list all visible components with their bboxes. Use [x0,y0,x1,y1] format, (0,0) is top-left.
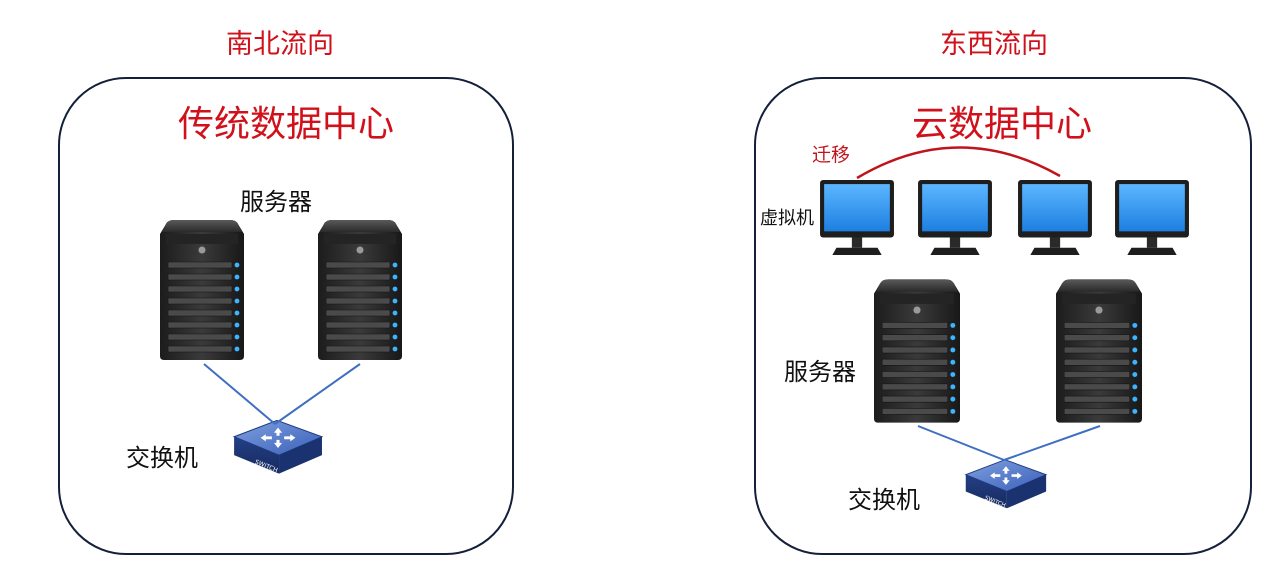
vm-monitor-2-icon [918,180,992,255]
traditional-datacenter-panel [58,77,514,555]
traditional-datacenter-title: 传统数据中心 [178,104,395,145]
left-server-1-icon [160,220,244,360]
right-servers-label: 服务器 [784,358,856,386]
left-server-2-icon [318,220,402,360]
left-servers-label: 服务器 [240,188,312,216]
north-south-heading: 南北流向 [226,29,334,60]
cloud-datacenter-title: 云数据中心 [912,104,1093,145]
vm-monitor-1-icon [820,180,894,255]
right-server-1-icon [874,278,960,424]
left-switch-icon: SWITCH [233,419,323,474]
left-switch-label: 交换机 [126,444,198,472]
vm-monitor-4-icon [1115,180,1189,255]
right-switch-icon: SWITCH [965,459,1047,509]
migrate-label: 迁移 [812,144,851,166]
east-west-heading: 东西流向 [940,29,1048,60]
vm-label: 虚拟机 [760,208,814,229]
right-switch-label: 交换机 [848,486,920,514]
right-server-2-icon [1056,278,1142,424]
vm-monitor-3-icon [1018,180,1092,255]
